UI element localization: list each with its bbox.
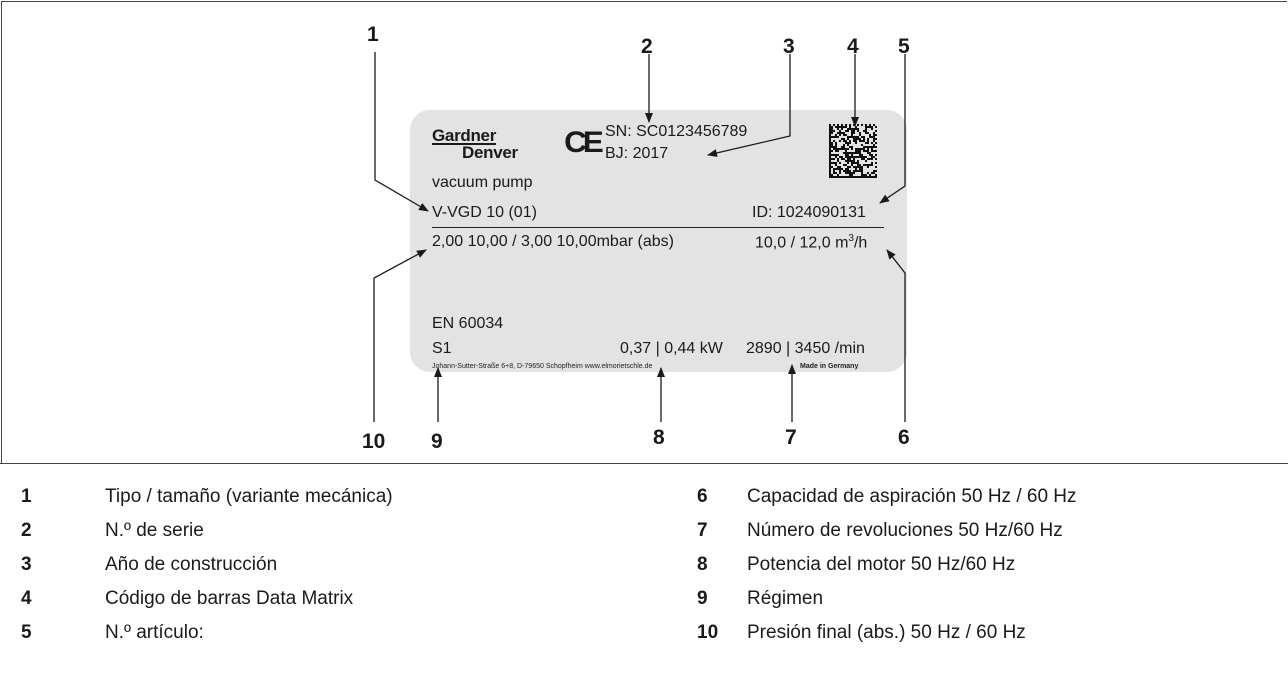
legend-text: Capacidad de aspiración 50 Hz / 60 Hz — [747, 486, 1077, 507]
final-pressure: 2,00 10,00 / 3,00 10,00mbar (abs) — [432, 233, 674, 250]
legend-number: 4 — [21, 588, 32, 609]
callout-arrow-3 — [707, 54, 791, 157]
callout-arrow-6 — [886, 249, 906, 422]
made-in-label: Made in Germany — [800, 363, 859, 370]
gardner-denver-logo-line2: Denver — [462, 143, 518, 162]
legend-divider — [0, 463, 1288, 464]
callout-arrow-1 — [374, 52, 429, 212]
gardner-denver-logo: Gardner — [432, 126, 497, 145]
nameplate — [410, 110, 907, 372]
callout-arrow-10 — [373, 249, 427, 422]
callout-2: 2 — [641, 35, 653, 58]
legend-text: Número de revoluciones 50 Hz/60 Hz — [747, 520, 1063, 541]
pump-type: V-VGD 10 (01) — [432, 204, 537, 221]
legend-text: N.º de serie — [105, 520, 204, 541]
article-id: ID: 1024090131 — [752, 204, 866, 221]
legend-number: 7 — [697, 520, 708, 541]
legend-text: Año de construcción — [105, 554, 278, 575]
standard: EN 60034 — [432, 315, 504, 332]
callout-6: 6 — [898, 426, 910, 449]
legend-number: 2 — [21, 520, 32, 541]
legend-text: Tipo / tamaño (variante mecánica) — [105, 486, 393, 507]
legend-number: 3 — [21, 554, 32, 575]
serial-number: SN: SC0123456789 — [605, 123, 748, 140]
duty-type: S1 — [432, 340, 452, 357]
construction-year: BJ: 2017 — [605, 145, 669, 162]
suction-capacity: 10,0 / 12,0 m3/h — [755, 233, 868, 252]
motor-power: 0,37 | 0,44 kW — [620, 340, 723, 357]
ce-mark: CE — [564, 126, 604, 159]
plate-divider-line — [432, 227, 884, 228]
manufacturer-address: Johann-Sutter-Straße 6+8, D-79650 Schopf… — [432, 363, 653, 370]
rotation-speed: 2890 | 3450 /min — [746, 340, 865, 357]
data-matrix-code — [829, 124, 877, 178]
legend-number: 5 — [21, 622, 32, 643]
legend-text: Régimen — [747, 588, 824, 609]
callout-5: 5 — [898, 35, 910, 58]
legend-number: 10 — [697, 622, 719, 643]
callout-9: 9 — [431, 430, 443, 453]
callout-arrow-5 — [879, 54, 906, 204]
legend-number: 1 — [21, 486, 32, 507]
legend-text: Código de barras Data Matrix — [105, 588, 354, 609]
legend-number: 8 — [697, 554, 708, 575]
legend-text: N.º artículo: — [105, 622, 204, 643]
callout-1: 1 — [367, 23, 379, 46]
product-name: vacuum pump — [432, 174, 533, 191]
callout-10: 10 — [362, 430, 386, 453]
legend-number: 9 — [697, 588, 708, 609]
callout-arrows — [373, 52, 906, 422]
callout-7: 7 — [785, 426, 797, 449]
callout-4: 4 — [847, 35, 859, 58]
legend-text: Potencia del motor 50 Hz/60 Hz — [747, 554, 1016, 575]
legend-number: 6 — [697, 486, 708, 507]
callout-3: 3 — [783, 35, 795, 58]
callout-8: 8 — [653, 426, 665, 449]
legend-text: Presión final (abs.) 50 Hz / 60 Hz — [747, 622, 1026, 643]
